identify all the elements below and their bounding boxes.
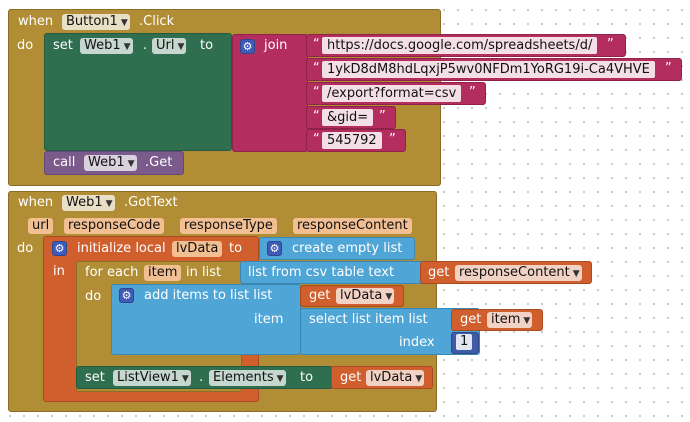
- close-quote: ”: [665, 61, 672, 76]
- select-list-item-block[interactable]: [300, 308, 480, 355]
- in-list-label: in list: [186, 265, 222, 280]
- dropdown-arrow-icon: ▼: [415, 374, 423, 384]
- lvdata-get-dropdown[interactable]: lvData▼: [336, 288, 395, 304]
- web1-call-dropdown[interactable]: Web1▼: [84, 155, 137, 171]
- do-label: do: [85, 289, 102, 304]
- call-label: call: [53, 155, 76, 170]
- index-label: index: [399, 335, 435, 350]
- set-label: set: [85, 370, 105, 385]
- button1-component-dropdown[interactable]: Button1▼: [62, 14, 130, 30]
- gear-icon[interactable]: ⚙: [267, 241, 282, 256]
- button1-label: Button1: [66, 14, 118, 29]
- responsecontent-dropdown[interactable]: responseContent▼: [455, 265, 582, 281]
- dropdown-arrow-icon: ▼: [177, 42, 185, 52]
- lvdata-label: lvData: [370, 370, 413, 385]
- dropdown-arrow-icon: ▼: [523, 316, 531, 326]
- listview1-label: ListView1: [117, 370, 179, 385]
- gear-icon[interactable]: ⚙: [52, 241, 67, 256]
- dropdown-arrow-icon: ▼: [120, 18, 128, 28]
- web1-label: Web1: [88, 155, 125, 170]
- dropdown-arrow-icon: ▼: [572, 269, 580, 279]
- sheet-id-string-value[interactable]: 1ykD8dM8hdLqxjP5wv0NFDm1YoRG19i-Ca4VHVE: [322, 61, 655, 78]
- create-empty-list-block[interactable]: [259, 237, 415, 260]
- set-web1-url-block[interactable]: [44, 33, 232, 151]
- initialize-local-label: initialize local: [77, 241, 166, 256]
- web1-component-dropdown[interactable]: Web1▼: [80, 38, 133, 54]
- param-responsecode[interactable]: responseCode: [64, 218, 165, 234]
- get-method-label: .Get: [145, 155, 173, 170]
- gear-icon[interactable]: ⚙: [119, 288, 134, 303]
- open-quote: “: [313, 37, 320, 52]
- join-label: join: [264, 38, 288, 53]
- get-label: get: [309, 288, 331, 303]
- to-label: to: [200, 38, 214, 53]
- url-property-dropdown[interactable]: Url▼: [152, 38, 187, 54]
- item-get-dropdown[interactable]: item▼: [487, 312, 533, 328]
- web1-event-dropdown[interactable]: Web1▼: [62, 195, 115, 211]
- gear-icon[interactable]: ⚙: [240, 39, 255, 54]
- item-socket-label: item: [254, 312, 284, 327]
- open-quote: “: [313, 132, 320, 147]
- export-string-value[interactable]: /export?format=csv: [322, 85, 462, 102]
- url-string-value[interactable]: https://docs.google.com/spreadsheets/d/: [322, 37, 598, 54]
- do-label: do: [17, 241, 34, 256]
- gid-value-string[interactable]: 545792: [322, 132, 382, 149]
- web1-label: Web1: [84, 38, 121, 53]
- set-label: set: [53, 38, 73, 53]
- open-quote: “: [313, 61, 320, 76]
- get-label: get: [340, 370, 362, 385]
- responsecontent-label: responseContent: [459, 265, 570, 280]
- open-quote: “: [313, 109, 320, 124]
- get-label: get: [428, 265, 450, 280]
- param-responsecontent[interactable]: responseContent: [293, 218, 412, 234]
- dot-label: .: [199, 370, 204, 385]
- get-label: get: [460, 312, 482, 327]
- dot-label: .: [143, 38, 148, 53]
- url-label: Url: [156, 38, 175, 53]
- item-var-name[interactable]: item: [144, 265, 182, 281]
- param-url[interactable]: url: [28, 218, 54, 234]
- lvdata-var-name[interactable]: lvData: [172, 241, 223, 257]
- web1-label: Web1: [66, 195, 103, 210]
- lvdata-label: lvData: [340, 288, 383, 303]
- param-responsetype[interactable]: responseType: [180, 218, 277, 234]
- close-quote: ”: [389, 132, 396, 147]
- elements-property-dropdown[interactable]: Elements▼: [209, 370, 286, 386]
- dropdown-arrow-icon: ▼: [181, 374, 189, 384]
- to-label: to: [300, 370, 314, 385]
- close-quote: ”: [469, 85, 476, 100]
- when-label: when: [18, 195, 54, 210]
- dropdown-arrow-icon: ▼: [105, 199, 113, 209]
- index-number-value[interactable]: 1: [456, 334, 473, 350]
- open-quote: “: [313, 85, 320, 100]
- dropdown-arrow-icon: ▼: [127, 159, 135, 169]
- dropdown-arrow-icon: ▼: [123, 42, 131, 52]
- gottext-event-label: .GotText: [124, 195, 178, 210]
- close-quote: ”: [607, 37, 614, 52]
- create-empty-list-label: create empty list: [292, 241, 403, 256]
- click-event-label: .Click: [139, 14, 175, 29]
- lvdata-get-dropdown[interactable]: lvData▼: [366, 370, 425, 386]
- select-list-item-label: select list item list: [309, 312, 428, 327]
- listview1-component-dropdown[interactable]: ListView1▼: [113, 370, 191, 386]
- do-label: do: [17, 38, 34, 53]
- when-label: when: [18, 14, 54, 29]
- dropdown-arrow-icon: ▼: [276, 374, 284, 384]
- add-items-label: add items to list list: [144, 288, 273, 303]
- gid-string-value[interactable]: &gid=: [322, 109, 374, 126]
- close-quote: ”: [379, 109, 386, 124]
- add-items-to-list-block[interactable]: [111, 284, 301, 355]
- elements-label: Elements: [213, 370, 274, 385]
- to-label: to: [229, 241, 243, 256]
- in-label: in: [53, 264, 65, 279]
- item-label: item: [491, 312, 521, 327]
- dropdown-arrow-icon: ▼: [385, 292, 393, 302]
- list-from-csv-label: list from csv table text: [248, 265, 395, 280]
- for-each-label: for each: [85, 265, 139, 280]
